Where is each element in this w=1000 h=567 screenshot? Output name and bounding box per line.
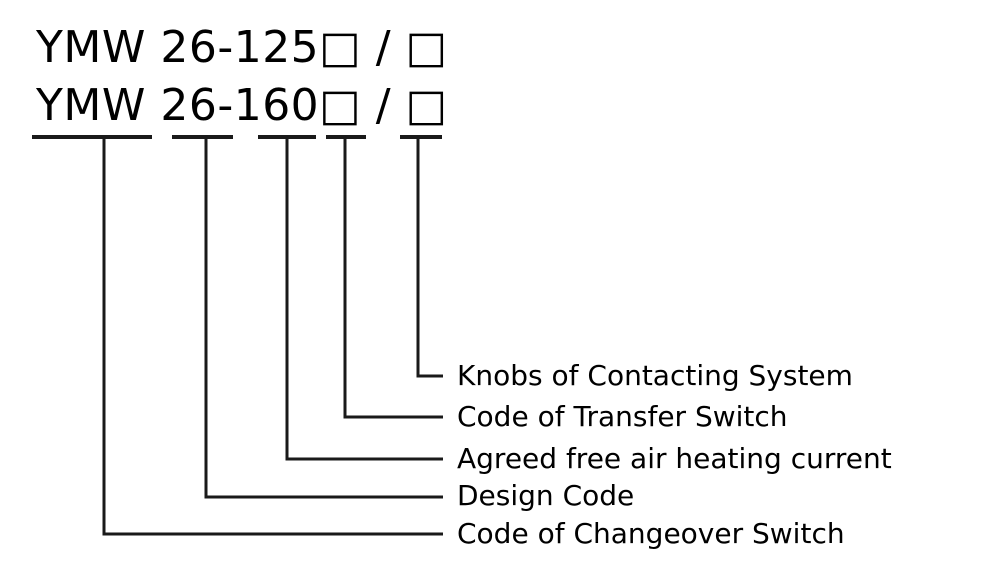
leader-air-heating-current xyxy=(285,137,443,461)
label-design-code: Design Code xyxy=(457,479,635,512)
label-code-of-transfer-switch: Code of Transfer Switch xyxy=(457,400,788,433)
model-code-line-1: YMW 26-125□ / □ xyxy=(36,22,448,73)
label-agreed-free-air-heating-current: Agreed free air heating current xyxy=(457,442,892,475)
leader-transfer-switch xyxy=(343,137,443,419)
leader-design-code xyxy=(204,137,443,499)
label-knobs-of-contacting-system: Knobs of Contacting System xyxy=(457,359,853,392)
model-code-line-2: YMW 26-160□ / □ xyxy=(36,80,448,131)
leader-changeover-switch xyxy=(102,137,443,536)
leader-group xyxy=(102,137,443,536)
leader-contacting-system-knobs xyxy=(416,137,443,378)
label-code-of-changeover-switch: Code of Changeover Switch xyxy=(457,517,845,550)
